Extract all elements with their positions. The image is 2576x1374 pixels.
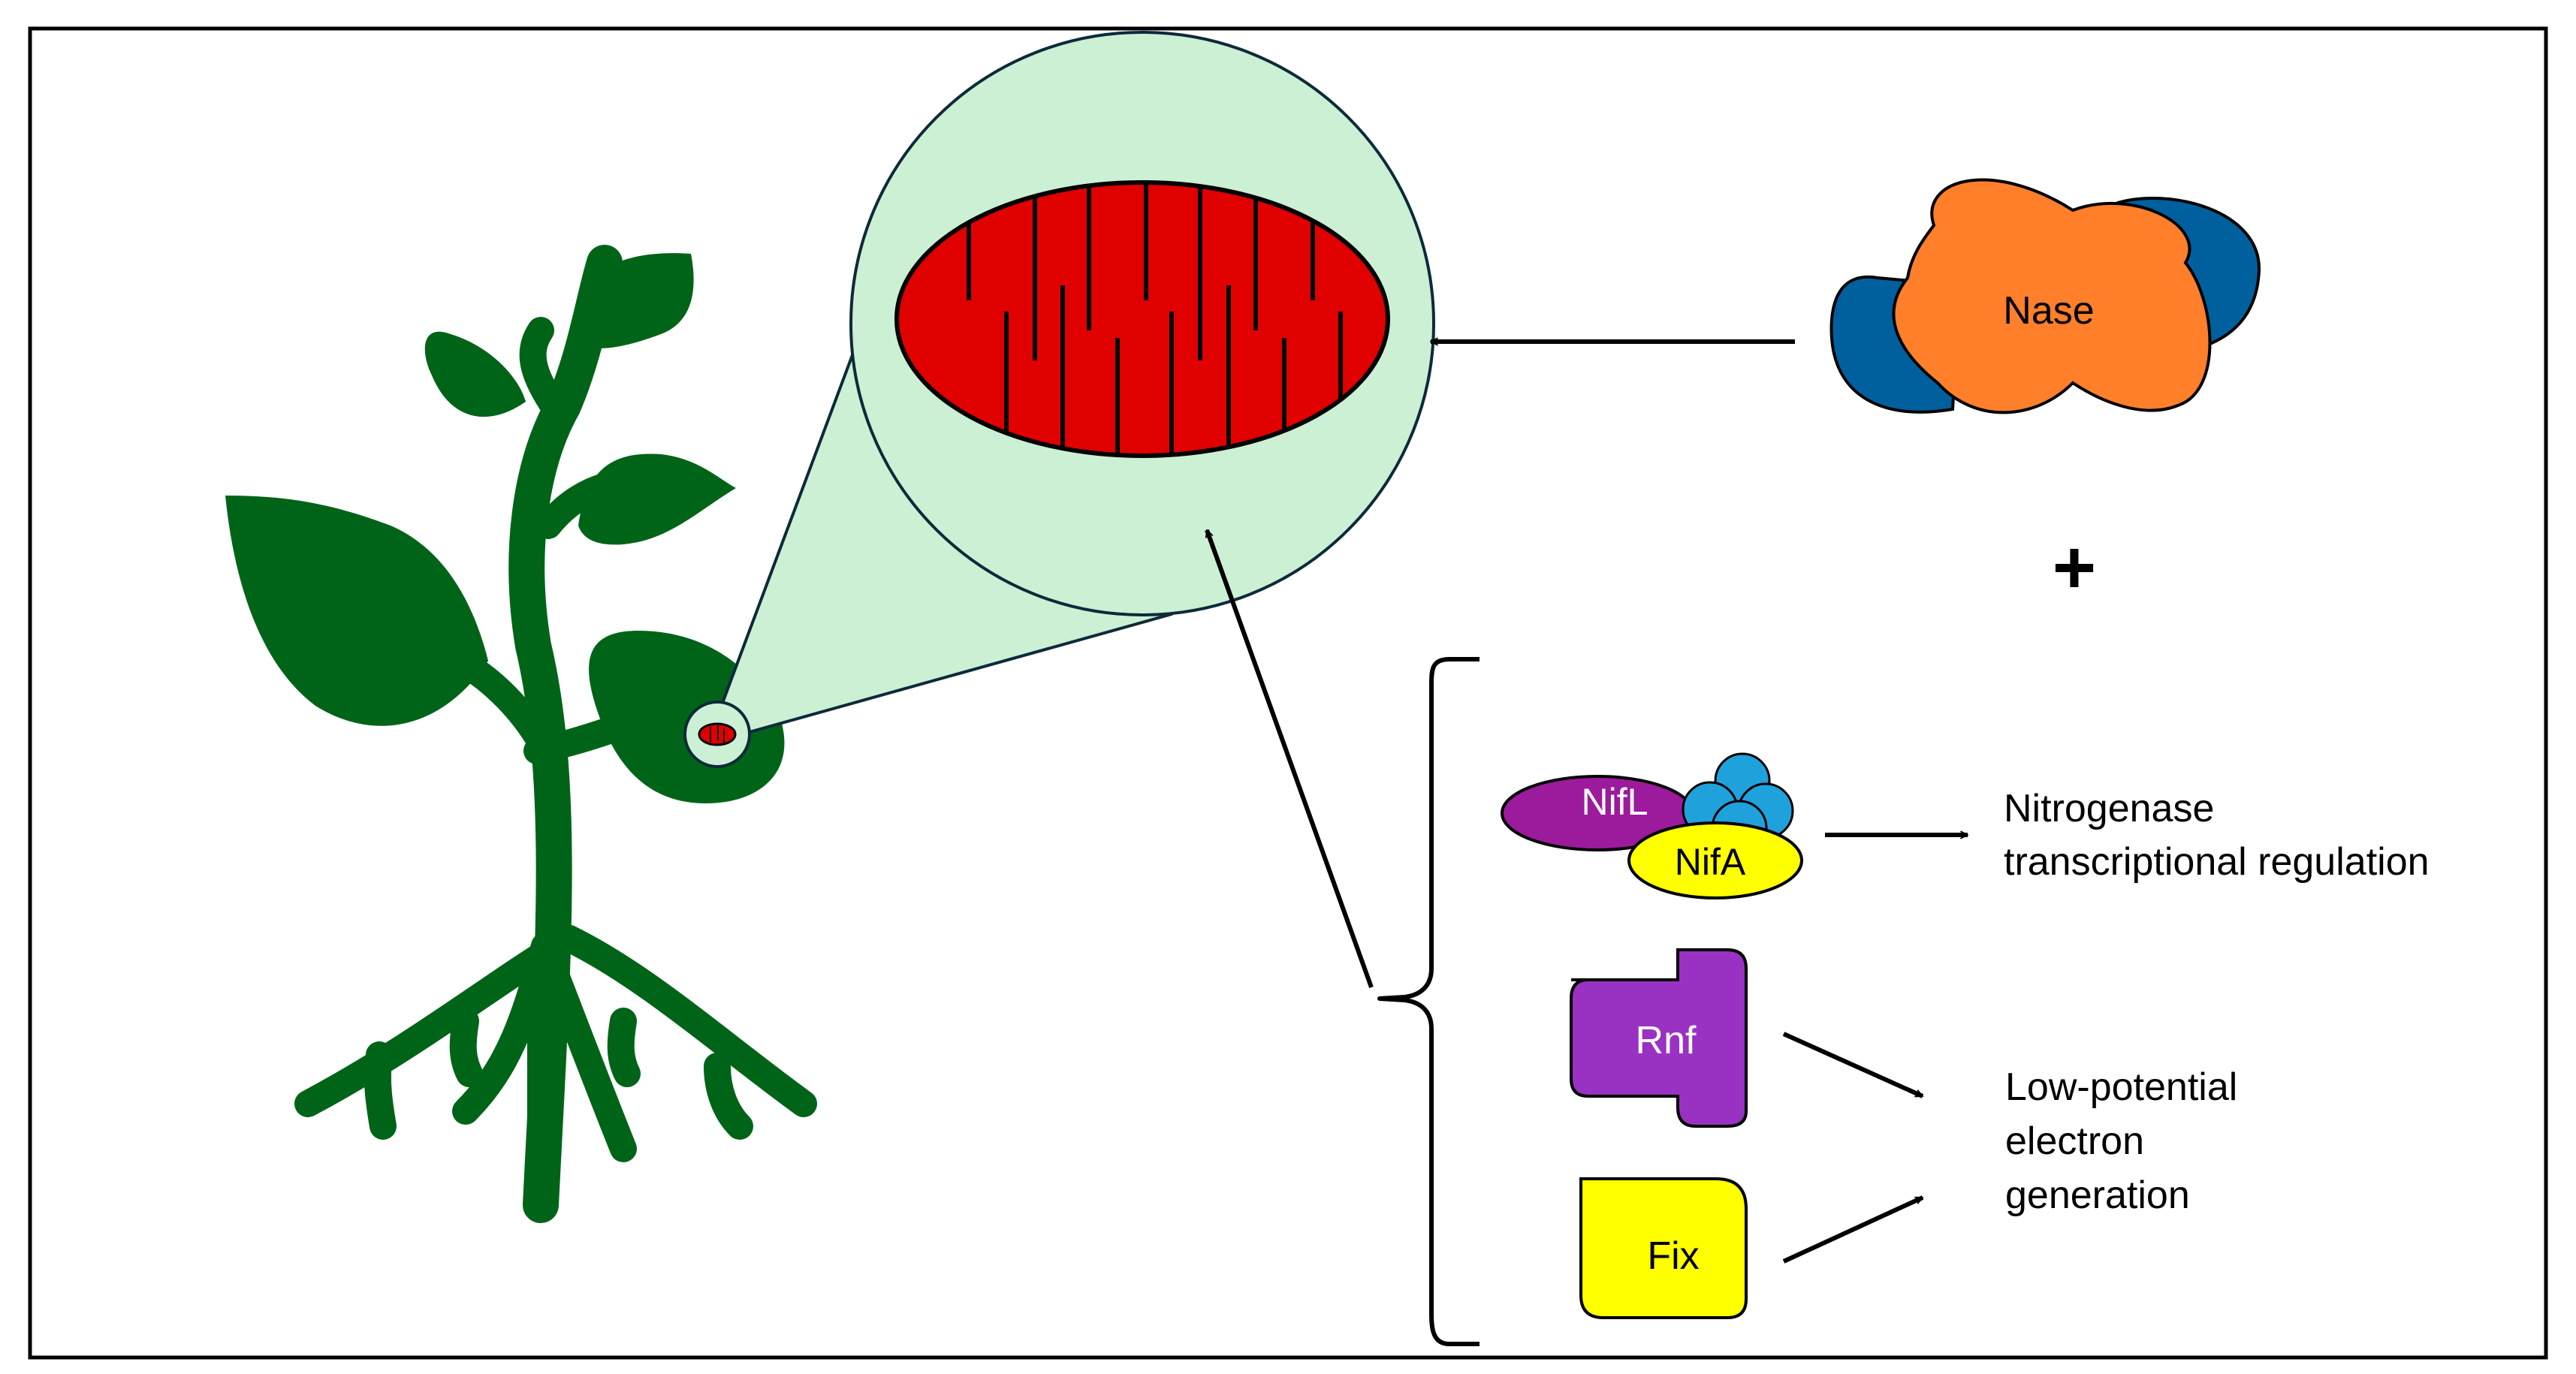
plant-illustration xyxy=(225,245,817,1223)
nase-body xyxy=(1892,178,2212,414)
nifl-nifa-complex: NifL NifA xyxy=(1501,752,1803,899)
plus-sign: + xyxy=(2053,526,2096,610)
electron-text-line2: electron xyxy=(2005,1119,2144,1163)
nase-enzyme: Nase xyxy=(1829,178,2261,414)
regulation-text-line1: Nitrogenase xyxy=(2004,787,2214,830)
mitochondrion xyxy=(894,180,1390,458)
fix-complex: Fix xyxy=(1579,1177,1748,1319)
fix-label: Fix xyxy=(1647,1234,1699,1278)
arrow-rnf-to-electron xyxy=(1782,1032,1923,1098)
nase-label: Nase xyxy=(2003,289,2094,333)
nifa-protein xyxy=(1627,821,1803,899)
nifl-label: NifL xyxy=(1582,781,1648,823)
leaf-large-left xyxy=(225,496,488,726)
leaf-upper-left xyxy=(424,331,526,417)
accessory-proteins-brace xyxy=(1377,657,1480,1346)
plant-stem xyxy=(294,245,817,1223)
leaf-top xyxy=(577,253,694,349)
arrow-accessory-to-mitochondrion xyxy=(1205,530,1374,989)
rnf-complex: Rnf xyxy=(1570,948,1748,1128)
electron-text-line1: Low-potential xyxy=(2005,1065,2237,1109)
electron-text-line3: generation xyxy=(2005,1174,2190,1217)
arrow-fix-to-electron xyxy=(1782,1195,1923,1264)
leaf-zoom-marker xyxy=(683,701,751,768)
leaf-middle-right xyxy=(578,453,736,545)
regulation-text-line2: transcriptional regulation xyxy=(2004,840,2430,884)
nifa-label: NifA xyxy=(1675,841,1746,883)
rnf-label: Rnf xyxy=(1636,1019,1697,1062)
